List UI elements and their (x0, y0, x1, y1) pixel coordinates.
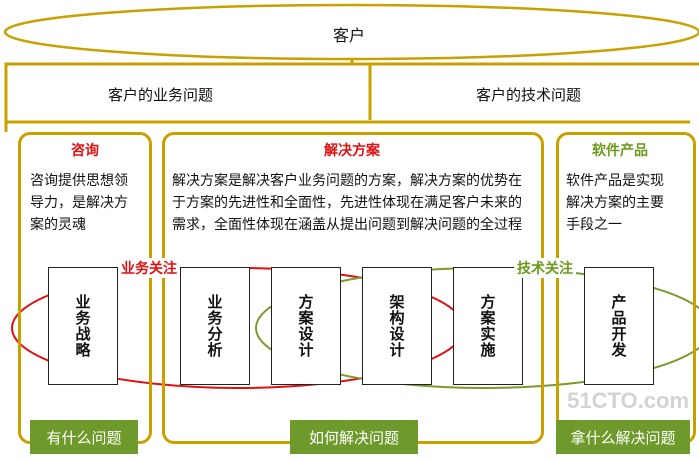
box-label: 产品开发 (609, 294, 628, 358)
solution-desc-line: 解决方案是解决客户业务问题的方案，解决方案的优势在 (172, 173, 522, 189)
solution-bar: 如何解决问题 (290, 420, 418, 454)
software-desc-line: 软件产品是实现 (566, 173, 664, 189)
box-product-development: 产品开发 (584, 267, 654, 385)
business-focus-label: 业务关注 (118, 258, 180, 278)
consulting-desc-line: 咨询提供思想领 (30, 173, 128, 189)
branch-left-line (4, 59, 354, 132)
box-label: 架构设计 (387, 294, 406, 358)
software-desc-line: 解决方案的主要 (566, 195, 664, 211)
solution-title: 解决方案 (320, 140, 384, 160)
consulting-bar: 有什么问题 (30, 420, 138, 454)
box-label: 业务战略 (73, 294, 92, 358)
business-problem-label: 客户的业务问题 (108, 86, 214, 104)
box-label: 方案设计 (296, 294, 315, 358)
box-solution-design: 方案设计 (271, 267, 341, 385)
solution-desc-line: 于方案的先进性和全面性，先进性体现在满足客户未来的 (172, 195, 522, 211)
consulting-desc-line: 导力，是解决方 (30, 195, 128, 211)
box-business-strategy: 业务战略 (48, 267, 118, 385)
consulting-title: 咨询 (67, 140, 103, 160)
watermark: 51CTO.com (567, 388, 689, 413)
box-business-analysis: 业务分析 (180, 267, 250, 385)
box-label: 方案实施 (478, 294, 497, 358)
technical-problem-label: 客户的技术问题 (476, 86, 582, 104)
technical-focus-label: 技术关注 (514, 258, 576, 278)
box-architecture-design: 架构设计 (362, 267, 432, 385)
software-bar: 拿什么解决问题 (556, 420, 690, 454)
box-solution-implementation: 方案实施 (453, 267, 523, 385)
solution-desc-line: 需求，全面性体现在涵盖从提出问题到解决问题的全过程 (172, 217, 522, 233)
customer-label: 客户 (333, 26, 366, 45)
box-label: 业务分析 (205, 294, 224, 358)
consulting-desc-line: 案的灵魂 (30, 217, 86, 233)
software-desc-line: 手段之一 (566, 217, 622, 233)
consulting-desc: 咨询提供思想领 导力，是解决方 案的灵魂 (30, 170, 128, 236)
software-title: 软件产品 (588, 140, 652, 160)
software-desc: 软件产品是实现 解决方案的主要 手段之一 (566, 170, 664, 236)
solution-desc: 解决方案是解决客户业务问题的方案，解决方案的优势在 于方案的先进性和全面性，先进… (172, 170, 522, 236)
